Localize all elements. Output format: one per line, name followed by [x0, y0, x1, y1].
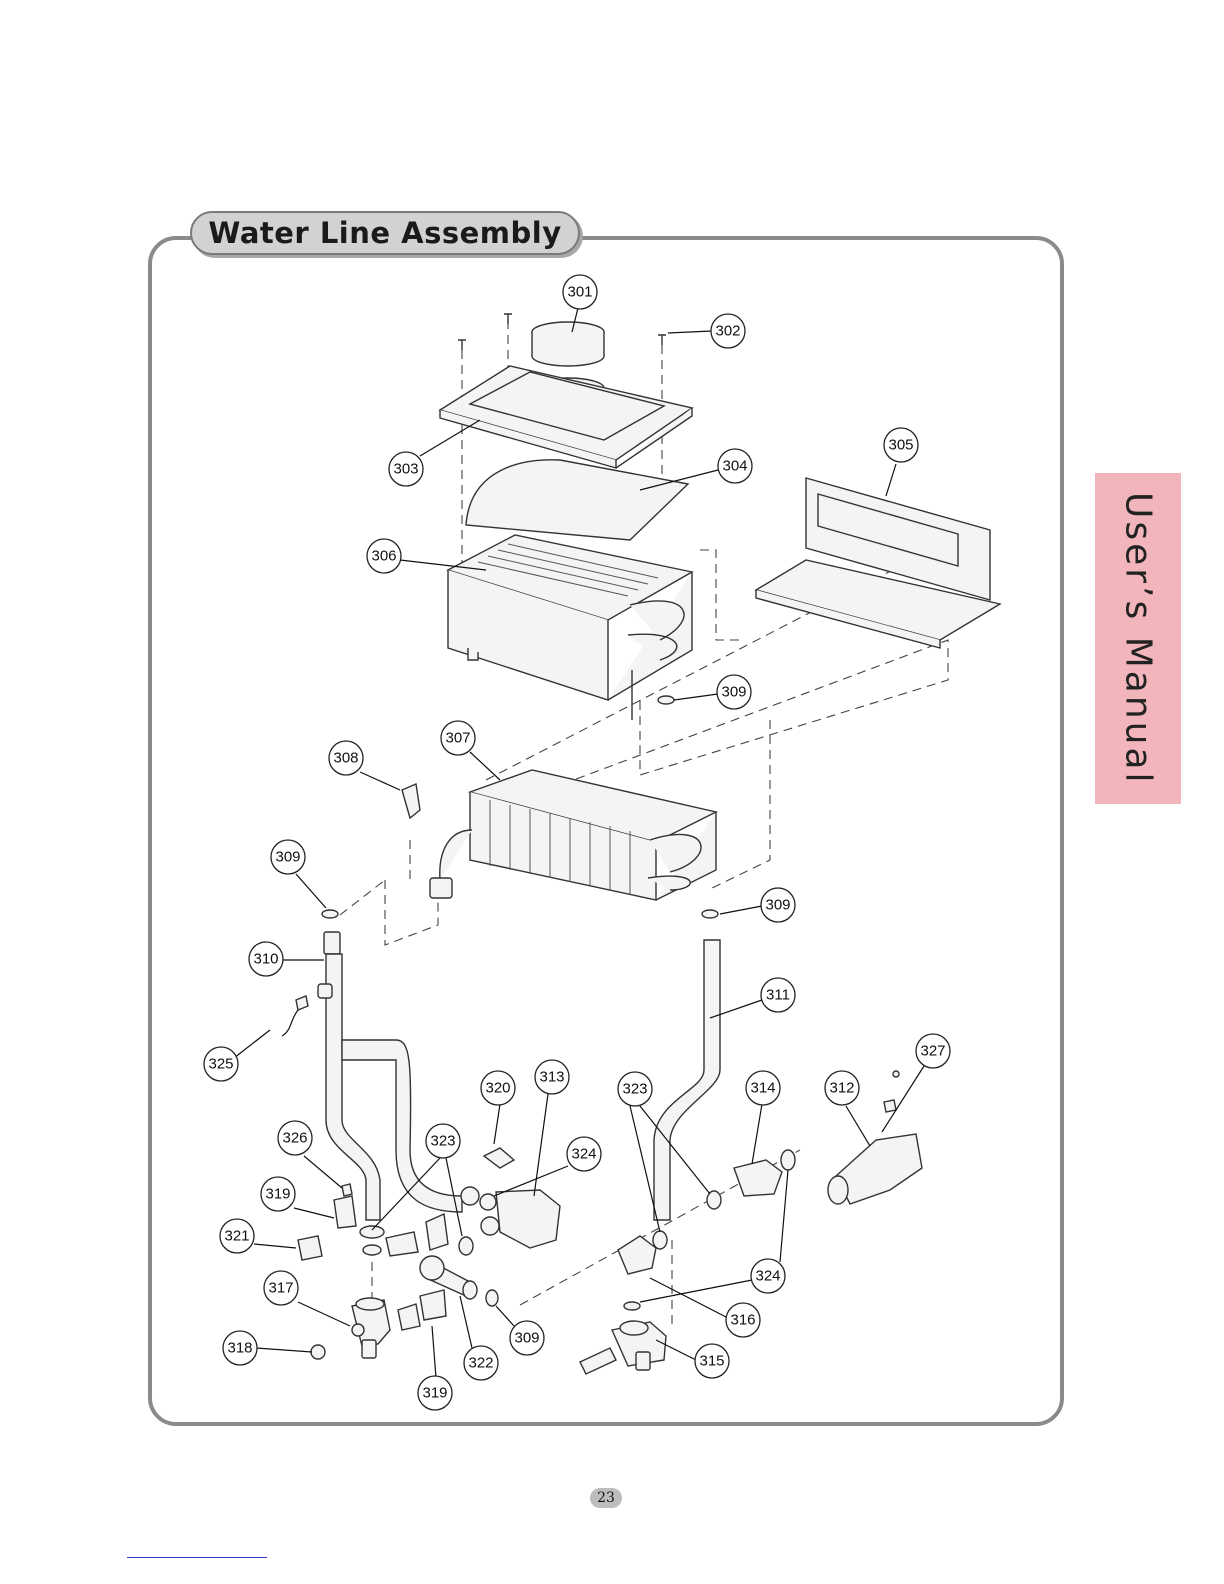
callout-306: 306: [367, 539, 401, 573]
callout-label: 301: [567, 284, 592, 301]
callout-label: 318: [227, 1340, 252, 1357]
callout-label: 311: [766, 987, 790, 1004]
callout-310: 310: [249, 942, 283, 976]
callout-label: 309: [721, 684, 746, 701]
callout-label: 319: [265, 1186, 290, 1203]
callout-label: 324: [755, 1268, 780, 1285]
callout-label: 305: [888, 437, 913, 454]
lower-right-parts: [580, 1236, 666, 1374]
callout-324: 324: [567, 1137, 601, 1171]
callout-326: 326: [278, 1121, 312, 1155]
callout-label: 308: [333, 750, 358, 767]
callout-315: 315: [695, 1344, 729, 1378]
callout-314: 314: [746, 1071, 780, 1105]
callout-309: 309: [761, 888, 795, 922]
callout-324: 324: [751, 1259, 785, 1293]
flue-hood-part: [440, 366, 692, 468]
callout-label: 325: [208, 1056, 233, 1073]
callout-label: 307: [445, 730, 470, 747]
callout-316: 316: [726, 1303, 760, 1337]
callout-323: 323: [426, 1124, 460, 1158]
sensor-325-part: [282, 996, 308, 1036]
callout-307: 307: [441, 721, 475, 755]
callout-317: 317: [264, 1271, 298, 1305]
callout-label: 322: [468, 1355, 493, 1372]
pipe-322-part: [420, 1256, 477, 1299]
callout-label: 310: [253, 951, 278, 968]
callout-303: 303: [389, 452, 423, 486]
heat-exchanger-fins-part: [430, 770, 716, 900]
callout-304: 304: [718, 449, 752, 483]
callout-308: 308: [329, 741, 363, 775]
callout-label: 320: [485, 1080, 510, 1097]
callout-label: 306: [371, 548, 396, 565]
callout-label: 316: [730, 1312, 755, 1329]
callout-319: 319: [261, 1177, 295, 1211]
callout-label: 309: [765, 897, 790, 914]
callout-301: 301: [563, 275, 597, 309]
page-number: 23: [590, 1488, 622, 1508]
callout-label: 324: [571, 1146, 596, 1163]
callout-309: 309: [271, 840, 305, 874]
callout-302: 302: [711, 314, 745, 348]
heat-shield-part: [466, 460, 688, 540]
callout-label: 321: [224, 1228, 249, 1245]
pipe-311-part: [654, 940, 720, 1220]
callout-305: 305: [884, 428, 918, 462]
callout-label: 304: [722, 458, 747, 475]
callout-327: 327: [916, 1034, 950, 1068]
heat-exchanger-box-part: [448, 535, 692, 720]
callout-322: 322: [464, 1346, 498, 1380]
clip-320-part: [484, 1148, 514, 1168]
callout-label: 323: [430, 1133, 455, 1150]
callout-label: 315: [699, 1353, 724, 1370]
callout-label: 323: [622, 1081, 647, 1098]
callout-320: 320: [481, 1071, 515, 1105]
mounting-bracket-part: [756, 478, 1000, 648]
callout-label: 327: [920, 1043, 945, 1060]
callout-label: 314: [750, 1080, 775, 1097]
callout-label: 319: [422, 1385, 447, 1402]
callout-318: 318: [223, 1331, 257, 1365]
callout-label: 309: [514, 1330, 539, 1347]
callout-label: 313: [539, 1069, 564, 1086]
pump-313-part: [461, 1187, 560, 1248]
callout-313: 313: [535, 1060, 569, 1094]
callout-311: 311: [761, 978, 795, 1012]
callout-label: 309: [275, 849, 300, 866]
callout-312: 312: [825, 1071, 859, 1105]
pipe-310-part: [318, 932, 462, 1220]
callout-label: 302: [715, 323, 740, 340]
callout-label: 312: [829, 1080, 854, 1097]
callout-309: 309: [510, 1321, 544, 1355]
callout-label: 326: [282, 1130, 307, 1147]
callout-319: 319: [418, 1376, 452, 1410]
footer-link-line[interactable]: [127, 1557, 267, 1558]
callout-323: 323: [618, 1072, 652, 1106]
callout-321: 321: [220, 1219, 254, 1253]
callout-label: 317: [268, 1280, 293, 1297]
clip-308-part: [402, 784, 420, 818]
callout-label: 303: [393, 461, 418, 478]
callout-325: 325: [204, 1047, 238, 1081]
callout-309: 309: [717, 675, 751, 709]
